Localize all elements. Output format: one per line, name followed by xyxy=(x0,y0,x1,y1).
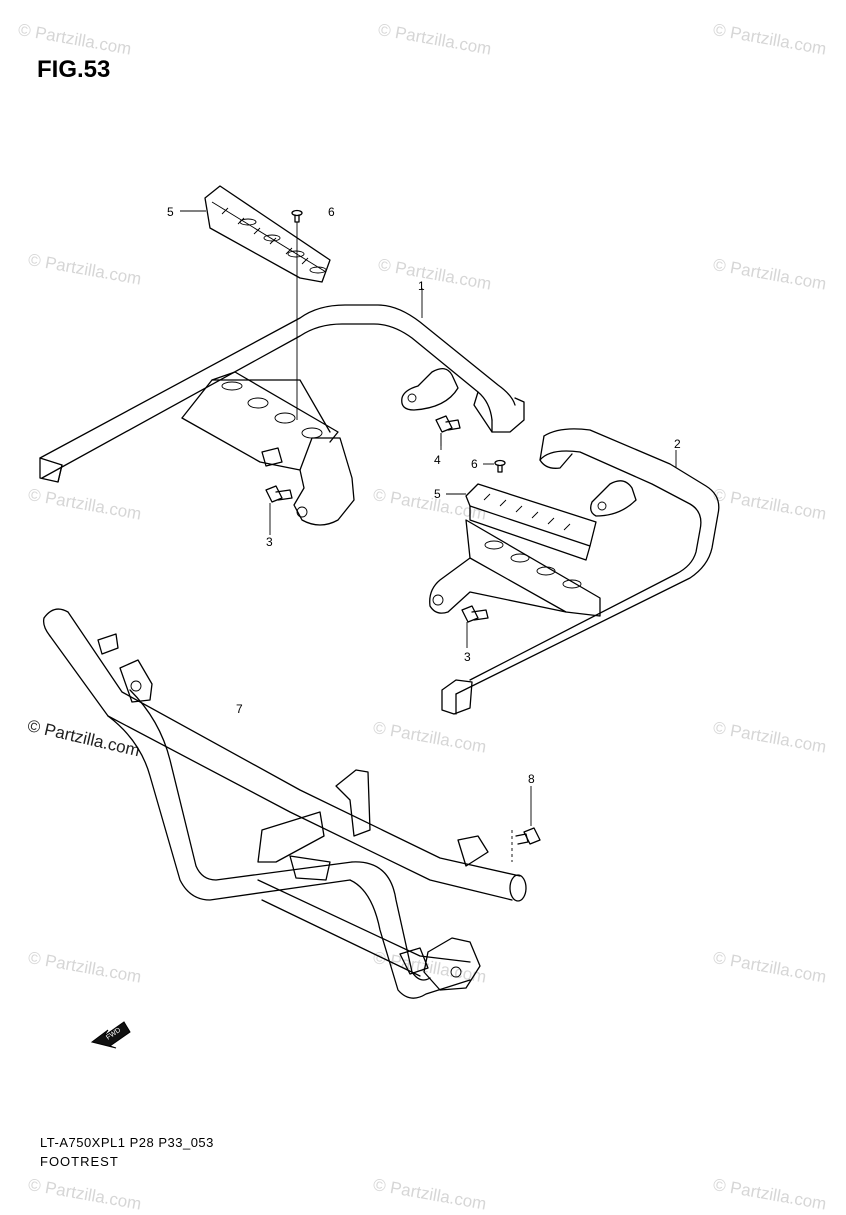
bolt-part-4 xyxy=(435,415,461,450)
footpeg-plate-part-5-upper xyxy=(204,185,331,283)
forward-direction-arrow: FWD xyxy=(90,1021,131,1049)
footrest-frame-part-2 xyxy=(429,428,720,715)
callout-6-upper: 6 xyxy=(328,205,335,219)
footrest-frame-part-1 xyxy=(39,304,525,526)
callout-3-upper: 3 xyxy=(266,535,273,549)
callout-5-right: 5 xyxy=(434,487,441,501)
screw-part-6-right xyxy=(494,459,506,473)
figure-title: FIG.53 xyxy=(37,56,111,83)
callout-8: 8 xyxy=(528,772,535,786)
diagram-code: LT-A750XPL1 P28 P33_053 xyxy=(40,1135,214,1150)
callout-3-right: 3 xyxy=(464,650,471,664)
callout-7: 7 xyxy=(236,702,243,716)
leader-lines xyxy=(180,210,677,798)
footpeg-plate-part-5-right xyxy=(465,483,597,561)
callout-4: 4 xyxy=(434,453,441,467)
front-frame-part-7 xyxy=(42,608,527,999)
diagram-section-name: FOOTREST xyxy=(40,1154,119,1169)
screw-part-6-upper xyxy=(291,209,303,420)
bolt-part-8 xyxy=(511,798,541,862)
callout-6-right: 6 xyxy=(471,457,478,471)
callout-2: 2 xyxy=(674,437,681,451)
callout-1: 1 xyxy=(418,279,425,293)
bolt-part-3-right xyxy=(461,605,489,648)
bolt-part-3-upper xyxy=(265,485,293,535)
callout-5-upper: 5 xyxy=(167,205,174,219)
